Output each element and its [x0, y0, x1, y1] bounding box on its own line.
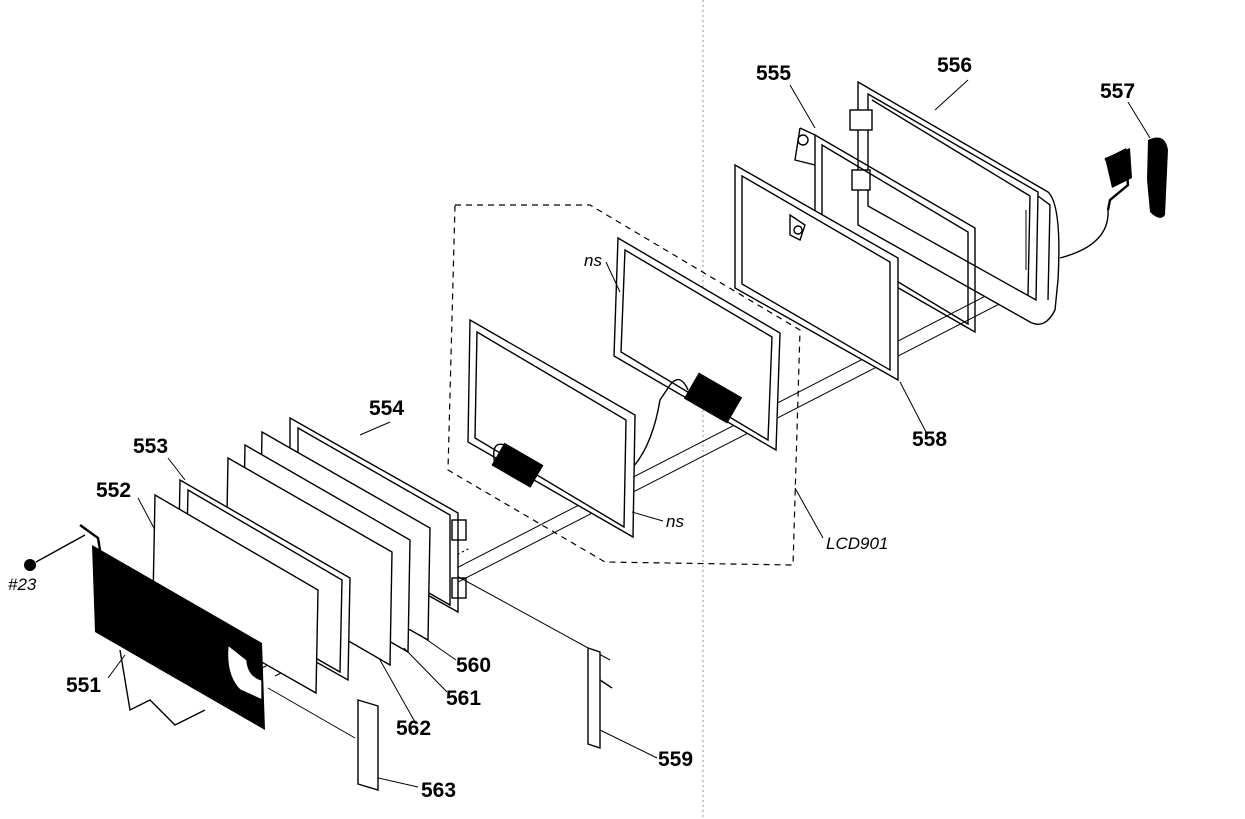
label-553: 553 — [133, 435, 168, 458]
label-552: 552 — [96, 479, 131, 502]
lcd-panel-bottom — [467, 318, 636, 539]
label-563: 563 — [421, 779, 456, 802]
part-551-shield — [79, 524, 265, 730]
label-screw-23: #23 — [8, 575, 37, 594]
label-559: 559 — [658, 748, 693, 771]
label-562: 562 — [396, 717, 431, 740]
label-557: 557 — [1100, 80, 1135, 103]
lcd-glass-top — [613, 236, 781, 481]
part-556-rear-cover — [849, 80, 1060, 325]
label-558: 558 — [912, 428, 947, 451]
label-ns-bottom: ns — [666, 512, 684, 531]
part-557-flex-cable — [1059, 137, 1168, 259]
leader-lines — [107, 79, 1151, 788]
part-552-reflector — [152, 493, 319, 695]
label-lcd901: LCD901 — [826, 534, 888, 553]
part-563-strip — [267, 687, 379, 791]
label-ns-top: ns — [584, 251, 602, 270]
lcd901-group-outline — [447, 204, 801, 566]
label-551: 551 — [66, 674, 101, 697]
part-555-frame — [794, 127, 976, 334]
part-559-strip — [587, 647, 613, 749]
screw-23 — [24, 534, 86, 571]
label-555: 555 — [756, 62, 791, 85]
label-561: 561 — [446, 687, 481, 710]
label-556: 556 — [937, 54, 972, 77]
label-560: 560 — [456, 654, 491, 677]
part-558-frame — [734, 163, 899, 382]
label-554: 554 — [369, 397, 404, 420]
